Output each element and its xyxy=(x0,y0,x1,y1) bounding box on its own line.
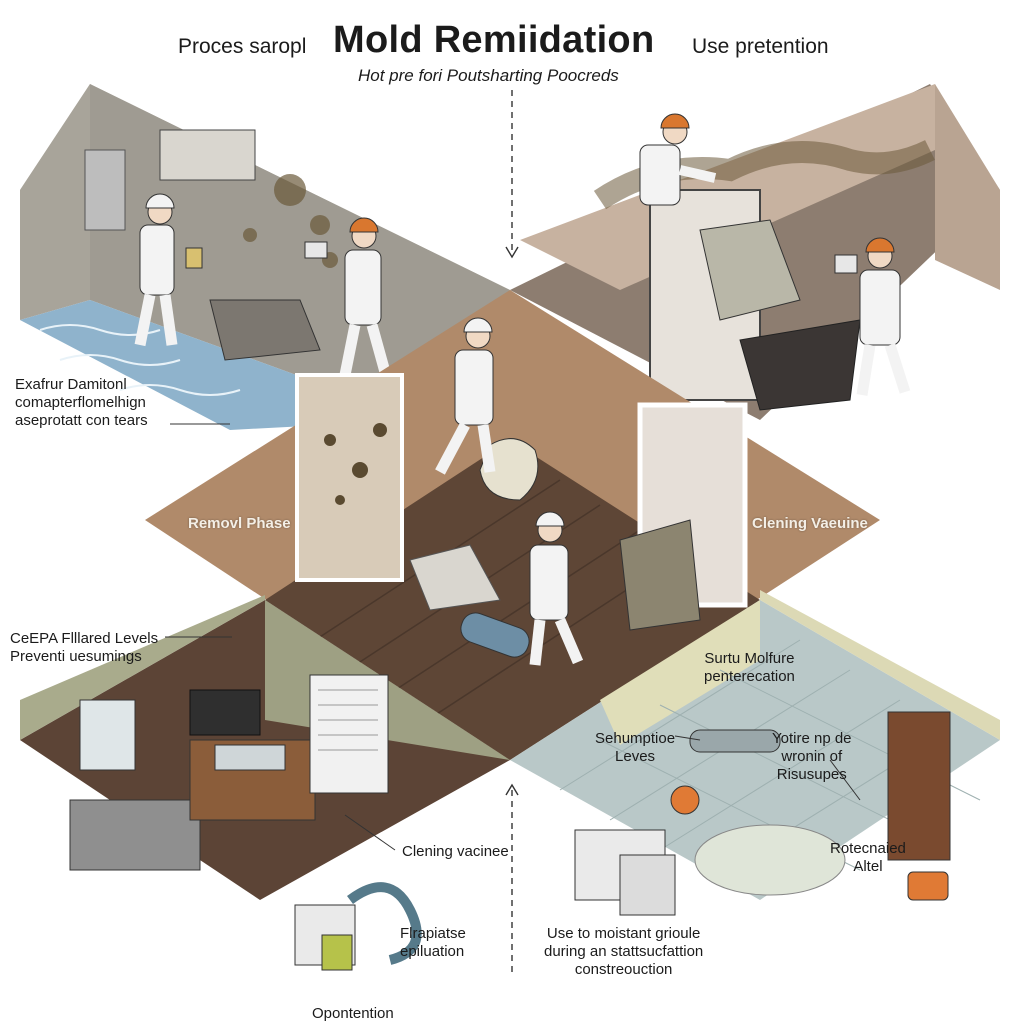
desk-icon xyxy=(69,799,201,871)
mold-spot-icon xyxy=(335,495,345,505)
dehumidifier-icon xyxy=(309,674,389,794)
water-puddle xyxy=(694,824,846,896)
sink-basin xyxy=(214,744,286,771)
leader-line xyxy=(829,759,861,801)
room-center xyxy=(145,290,880,760)
helmet-icon xyxy=(535,511,565,527)
label-top-left: Exafrur Damitonl comapterflomelhign asep… xyxy=(15,376,148,429)
moisture-meter xyxy=(670,785,700,815)
label-removal-phase: Removl Phase xyxy=(188,515,291,532)
helmet-icon xyxy=(660,113,690,129)
moldy-window xyxy=(295,373,404,582)
connectors xyxy=(165,90,861,975)
header-right-text: Use pretentio­n xyxy=(692,35,829,58)
page-title: Mold Remiidation xyxy=(333,19,655,61)
page-subtitle: Hot pre fori Poutsharting Poocreds xyxy=(358,66,619,85)
air-mover xyxy=(907,871,949,901)
label-cleaning-vacuum: Clening Vaeuine xyxy=(752,515,868,532)
worker-icon xyxy=(134,193,203,347)
mold-spot-icon xyxy=(274,174,306,206)
label-dehumidification-levels: Sehumptioe Leves xyxy=(595,730,676,765)
label-air-mover: Rotecnaied Altel xyxy=(830,840,906,875)
bottom-right-room-wall xyxy=(760,590,1000,740)
helmet-icon xyxy=(463,317,493,333)
label-prevention: Opontention xyxy=(312,1005,394,1022)
vacuum-icon xyxy=(460,612,530,658)
label-surface-moisture: Surtu Molfure penterecation xyxy=(704,650,795,685)
moldy-drywall-panels xyxy=(619,519,701,631)
room-bottom-left xyxy=(20,595,510,971)
mold-spot-icon xyxy=(352,462,368,478)
worker-icon xyxy=(304,217,391,377)
worker-icon xyxy=(435,317,496,475)
helmet-icon xyxy=(349,217,379,233)
door-icon xyxy=(887,711,951,861)
helmet-icon xyxy=(865,237,895,253)
mold-spot-icon xyxy=(243,228,257,242)
room-top-right xyxy=(510,84,1000,420)
dehumidifier-secondary xyxy=(619,854,676,916)
wall-mirror xyxy=(79,699,136,771)
top-right-room-side-wall xyxy=(935,84,1000,290)
wall-cabinet xyxy=(159,129,256,181)
label-moisture-readings: Yotire np de wronin of Risusupes xyxy=(772,730,852,783)
bottom-right-room-back-wall xyxy=(600,600,760,745)
arrowhead xyxy=(505,246,519,259)
worker-icon xyxy=(529,511,584,666)
moisture-meter xyxy=(321,934,353,971)
dehumidifier-hose xyxy=(689,729,781,753)
tablet-icon xyxy=(304,241,328,259)
top-left-room-left-wall xyxy=(20,84,90,320)
helmet-icon xyxy=(145,193,175,209)
debris-pile xyxy=(409,544,501,611)
dehumidifier-grill xyxy=(318,689,378,751)
label-air-purification: Flrapiatse epiluation xyxy=(400,925,466,960)
mold-spot-icon xyxy=(310,215,330,235)
arrowhead xyxy=(505,783,519,796)
removed-carpet xyxy=(739,319,861,411)
mold-spot-icon xyxy=(373,423,387,437)
mold-spot-icon xyxy=(324,434,336,446)
worker-icon xyxy=(639,113,717,206)
leader-line xyxy=(674,735,701,741)
debris-pile xyxy=(699,219,801,321)
bag-icon xyxy=(479,438,539,501)
label-cleaning-machine: Clening vacinee xyxy=(402,843,509,860)
vacuum-icon xyxy=(347,882,422,965)
label-moisture-control: Use to moistant grioule during an statts… xyxy=(544,925,704,978)
pipe-column xyxy=(84,149,126,231)
air-scrubber xyxy=(189,689,261,736)
worker-icon xyxy=(834,237,911,396)
label-hepa-levels: CeEPA Flllared Levels Preventi uesumings xyxy=(10,630,159,665)
top-right-room-back-wall xyxy=(520,84,935,290)
room-bottom-right xyxy=(510,590,1000,916)
tablet-icon xyxy=(185,247,203,269)
header-left-text: Proces saropl xyxy=(178,35,307,58)
tablet-icon xyxy=(834,254,858,274)
leader-line xyxy=(344,814,396,851)
submerged-sink xyxy=(209,299,321,361)
